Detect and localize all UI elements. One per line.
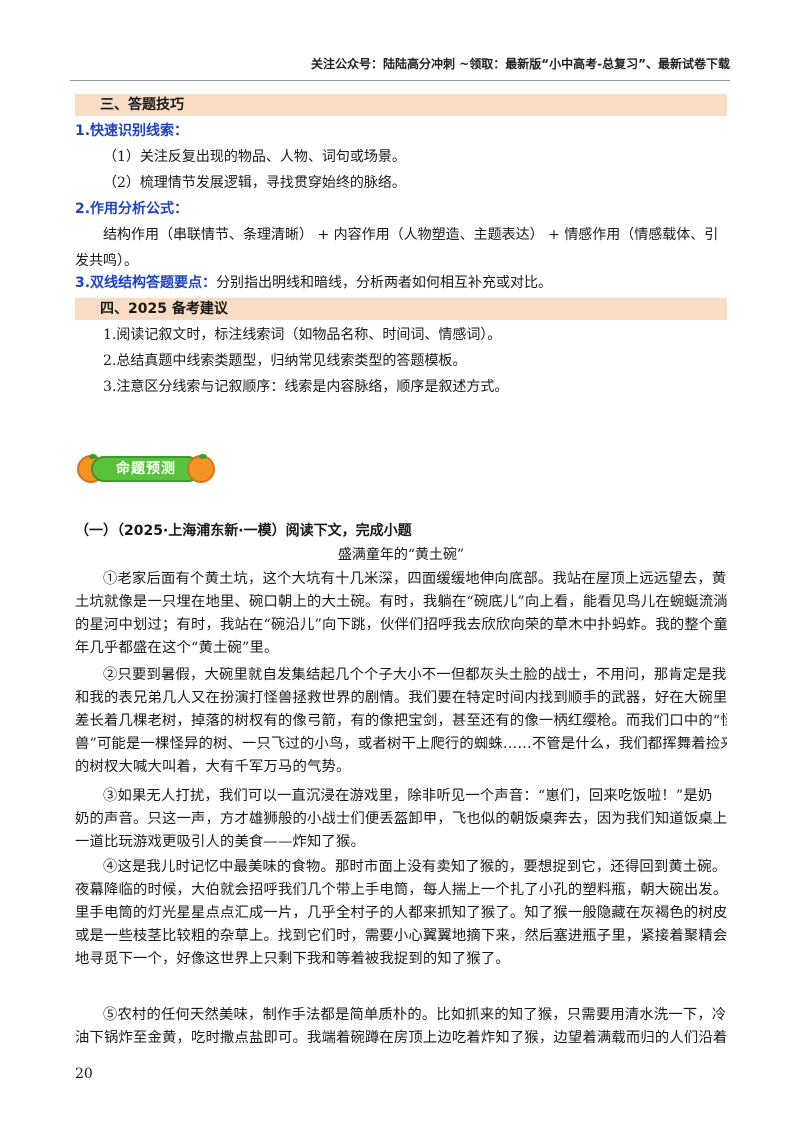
item1-title: 1.快速识别线索： [75, 120, 727, 142]
paragraph-line: ⑤农村的任何天然美味，制作手法都是简单质朴的。比如抓来的知了猴，只需要用清水洗一… [103, 1007, 727, 1023]
paragraph-line: 的星河中划过；有时，我站在“碗沿儿”向下跳，伙伴们招呼我去欣欣向荣的草木中扑蚂蚱… [75, 617, 727, 633]
paragraph-line: 一道比玩游戏更吸引人的美食——炸知了猴。 [75, 834, 365, 850]
paragraph-1: ①老家后面有个黄土坑，这个大坑有十几米深，四面缓缓地伸向底部。我站在屋顶上远远望… [75, 568, 727, 660]
advice-line: 1.阅读记叙文时，标注线索词（如物品名称、时间词、情感词）。 [103, 327, 502, 343]
item3-text: 分别指出明线和暗线，分析两者如何相互补充或对比。 [216, 275, 553, 291]
paragraph-line: 油下锅炸至金黄，吃时撒点盐即可。我端着碗蹲在房顶上边吃着炸知了猴，边望着满载而归… [75, 1030, 727, 1046]
question-title: （一）（2025·上海浦东新·一模）阅读下文，完成小题 [75, 523, 412, 539]
section-four-heading: 四、2025 备考建议 [75, 298, 727, 320]
paragraph-line: 兽”可能是一棵怪异的树、一只飞过的小鸟，或者树干上爬行的蜘蛛……不管是什么，我们… [75, 736, 727, 752]
item3-line: 3.双线结构答题要点：分别指出明线和暗线，分析两者如何相互补充或对比。 [75, 272, 727, 294]
paragraph-line: 的树杈大喊大叫着，大有千军万马的气势。 [75, 759, 351, 775]
header-divider [70, 80, 730, 81]
paragraph-line: ③如果无人打扰，我们可以一直沉浸在游戏里，除非听见一个声音：“崽们，回来吃饭啦！… [103, 788, 713, 804]
paragraph-line: 年几乎都盛在这个“黄土碗”里。 [75, 640, 279, 656]
item2-line: 发共鸣）。 [75, 253, 138, 269]
page-header: 关注公众号：陆陆高分冲刺 ~领取：最新版“小中高考-总复习”、最新试卷下载 [311, 57, 730, 71]
advice-line: 3.注意区分线索与记叙顺序：线索是内容脉络，顺序是叙述方式。 [103, 379, 509, 395]
paragraph-line: 土坑就像是一只埋在地里、碗口朝上的大土碗。有时，我躺在“碗底儿”向上看，能看见鸟… [75, 594, 727, 610]
badge-label: 命题预测 [91, 456, 201, 482]
prediction-badge: 命题预测 [75, 452, 215, 486]
paragraph-line: 或是一些枝茎比较粗的杂草上。找到它们时，需要小心翼翼地摘下来，然后塞进瓶子里，紧… [75, 928, 727, 944]
page-number: 20 [75, 1066, 93, 1082]
paragraph-line: ②只要到暑假，大碗里就自发集结起几个个子大小不一但都灰头土脸的战士，不用问，那肯… [103, 667, 727, 683]
section-three-heading: 三、答题技巧 [75, 94, 727, 116]
paragraph-line: 和我的表兄弟几人又在扮演打怪兽拯救世界的剧情。我们要在特定时间内找到顺手的武器，… [75, 690, 727, 706]
orange-icon [187, 454, 215, 483]
paragraph-4: ④这是我儿时记忆中最美味的食物。那时市面上没有卖知了猴的，要想捉到它，还得回到黄… [75, 856, 727, 971]
paragraph-line: 夜幕降临的时候，大伯就会招呼我们几个带上手电筒，每人揣上一个扎了小孔的塑料瓶，朝… [75, 882, 727, 898]
item2-title: 2.作用分析公式： [75, 198, 727, 220]
article-title: 盛满童年的“黄土碗” [337, 547, 465, 563]
paragraph-line: 差长着几棵老树，掉落的树杈有的像弓箭，有的像把宝剑，甚至还有的像一柄红缨枪。而我… [75, 713, 727, 729]
paragraph-line: 里手电筒的灯光星星点点汇成一片，几乎全村子的人都来抓知了猴了。知了猴一般隐藏在灰… [75, 905, 727, 921]
paragraph-2: ②只要到暑假，大碗里就自发集结起几个个子大小不一但都灰头土脸的战士，不用问，那肯… [75, 664, 727, 779]
advice-line: 2.总结真题中线索类题型，归纳常见线索类型的答题模板。 [103, 353, 467, 369]
item1-title-text: 1.快速识别线索： [75, 123, 189, 139]
paragraph-line: 奶的声音。只这一声，方才雄狮般的小战士们便丢盔卸甲，飞也似的朝饭桌奔去，因为我们… [75, 811, 727, 827]
paragraph-3: ③如果无人打扰，我们可以一直沉浸在游戏里，除非听见一个声音：“崽们，回来吃饭啦！… [75, 785, 727, 854]
item2-line: 结构作用（串联情节、条理清晰） + 内容作用（人物塑造、主题表达） + 情感作用… [103, 227, 719, 243]
item2-title-text: 2.作用分析公式： [75, 201, 189, 217]
item1-line: （1）关注反复出现的物品、人物、词句或场景。 [103, 149, 406, 165]
paragraph-5: ⑤农村的任何天然美味，制作手法都是简单质朴的。比如抓来的知了猴，只需要用清水洗一… [75, 1004, 727, 1050]
paragraph-line: 地寻觅下一个，好像这世界上只剩下我和等着被我捉到的知了猴了。 [75, 951, 510, 967]
paragraph-line: ①老家后面有个黄土坑，这个大坑有十几米深，四面缓缓地伸向底部。我站在屋顶上远远望… [103, 571, 727, 587]
paragraph-line: ④这是我儿时记忆中最美味的食物。那时市面上没有卖知了猴的，要想捉到它，还得回到黄… [103, 859, 727, 875]
item1-line: （2）梳理情节发展逻辑，寻找贯穿始终的脉络。 [103, 175, 406, 191]
item3-title-text: 3.双线结构答题要点： [75, 275, 217, 291]
